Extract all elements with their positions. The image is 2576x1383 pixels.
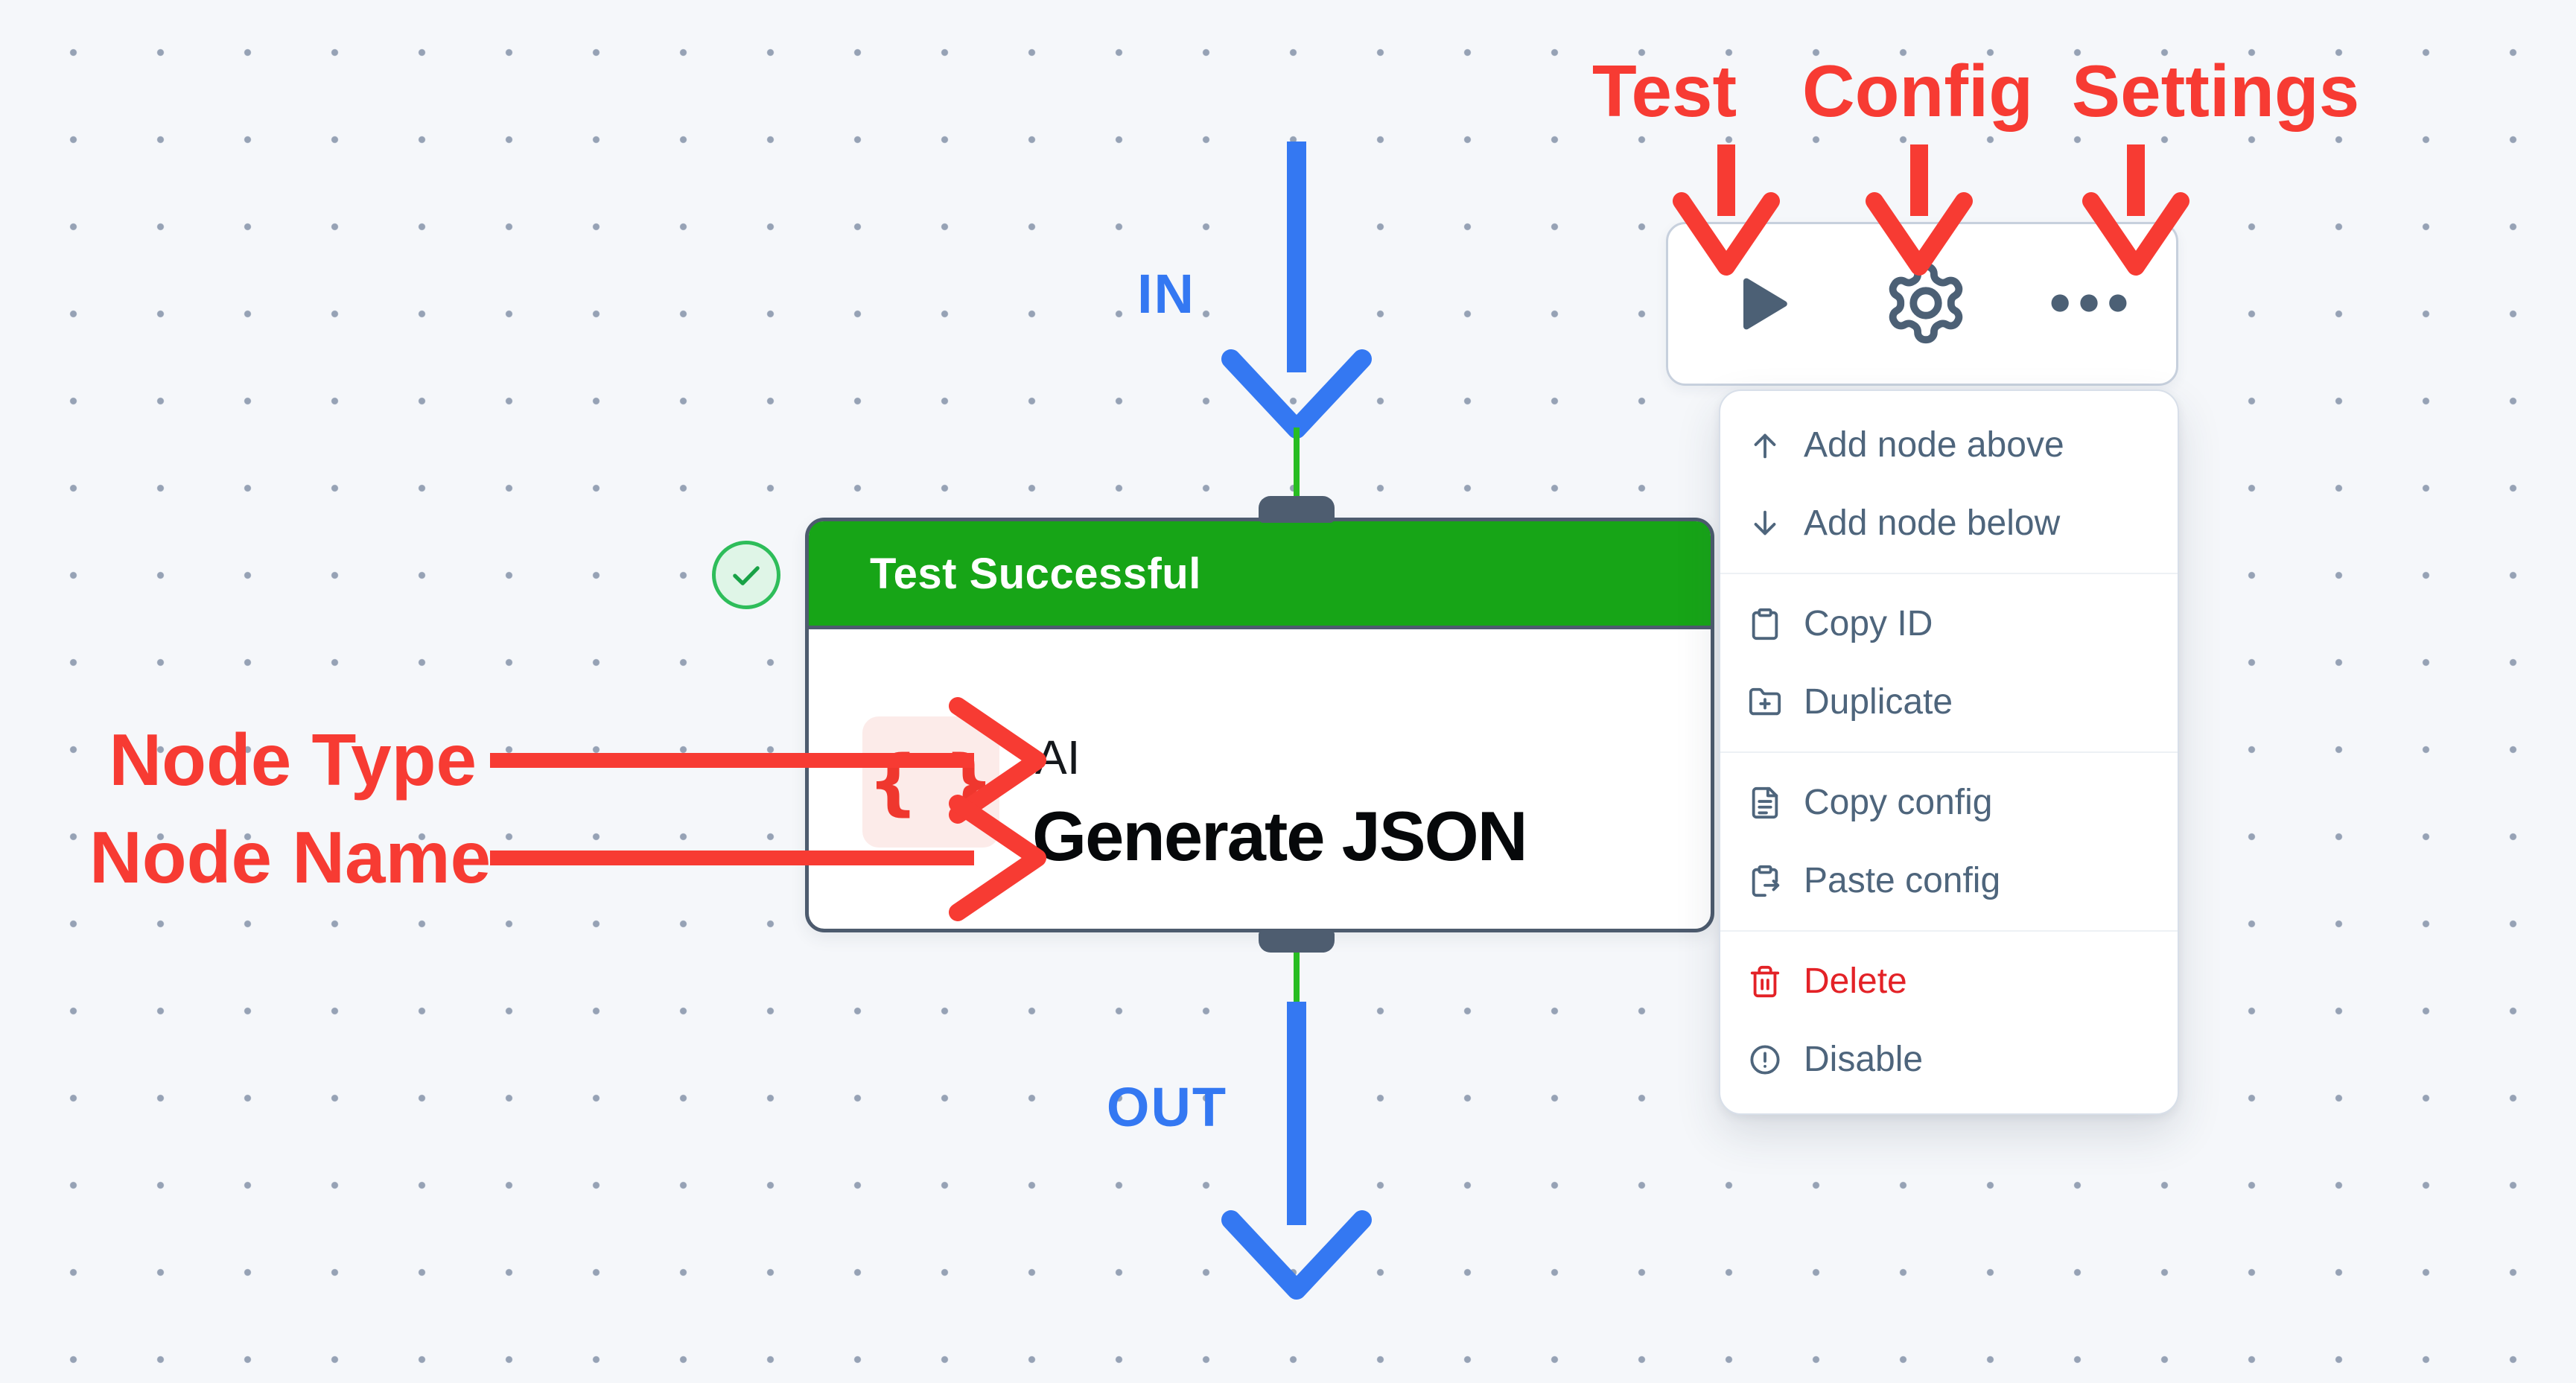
- more-options-button[interactable]: [2044, 281, 2134, 325]
- menu-divider: [1720, 751, 2178, 753]
- outgoing-edge-arrow: [1221, 1002, 1372, 1300]
- edge-wire-top: [1294, 427, 1300, 499]
- annotation-node-type-label: Node Type: [109, 719, 477, 801]
- folder-plus-icon: [1747, 684, 1783, 720]
- test-run-button[interactable]: [1719, 263, 1801, 345]
- node-name-text: Generate JSON: [1032, 797, 1528, 875]
- menu-item-label: Copy ID: [1804, 604, 1933, 643]
- annotation-arrow-test: [1673, 144, 1780, 276]
- ellipsis-icon: [2051, 294, 2127, 312]
- node-status-text: Test Successful: [870, 549, 1201, 598]
- edge-wire-bottom: [1294, 951, 1300, 1002]
- annotation-arrow-node-type: [490, 697, 1046, 824]
- gear-icon: [1889, 262, 1963, 344]
- menu-divider: [1720, 930, 2178, 932]
- menu-item-label: Duplicate: [1804, 682, 1953, 722]
- annotation-settings-label: Settings: [2071, 50, 2360, 132]
- annotation-node-name-label: Node Name: [89, 816, 492, 898]
- menu-item-label: Delete: [1804, 961, 1907, 1001]
- menu-item-label: Add node below: [1804, 503, 2061, 543]
- menu-item-label: Paste config: [1804, 861, 2001, 900]
- annotation-config-label: Config: [1801, 50, 2034, 132]
- in-label: IN: [1137, 263, 1195, 325]
- clipboard-icon: [1747, 606, 1783, 642]
- check-icon: [733, 566, 760, 585]
- menu-item-copy-id[interactable]: Copy ID: [1720, 585, 2178, 663]
- menu-item-delete[interactable]: Delete: [1720, 942, 2178, 1020]
- annotation-arrow-config: [1866, 144, 1973, 276]
- arrow-up-icon: [1747, 427, 1783, 463]
- menu-item-label: Copy config: [1804, 783, 1993, 822]
- node-input-handle[interactable]: [1259, 496, 1335, 523]
- play-icon: [1743, 278, 1787, 330]
- clipboard-paste-icon: [1747, 863, 1783, 899]
- menu-item-disable[interactable]: Disable: [1720, 1020, 2178, 1099]
- config-button[interactable]: [1881, 258, 1971, 348]
- annotation-arrow-node-name: [490, 795, 1046, 921]
- annotation-test-label: Test: [1591, 50, 1737, 132]
- out-label: OUT: [1106, 1076, 1228, 1138]
- annotation-arrow-settings: [2082, 144, 2189, 276]
- alert-circle-icon: [1747, 1042, 1783, 1078]
- menu-item-label: Disable: [1804, 1040, 1924, 1079]
- menu-item-copy-config[interactable]: Copy config: [1720, 763, 2178, 842]
- workflow-node[interactable]: Test Successful { } AI Generate JSON: [805, 518, 1714, 932]
- menu-divider: [1720, 573, 2178, 574]
- menu-item-add-node-above[interactable]: Add node above: [1720, 406, 2178, 484]
- node-status-banner: Test Successful: [809, 521, 1711, 629]
- menu-item-paste-config[interactable]: Paste config: [1720, 842, 2178, 920]
- test-success-badge: [712, 541, 780, 609]
- file-text-icon: [1747, 785, 1783, 821]
- arrow-down-icon: [1747, 506, 1783, 541]
- node-output-handle[interactable]: [1259, 930, 1335, 953]
- trash-icon: [1747, 964, 1783, 999]
- node-context-menu: Add node above Add node below Copy ID Du…: [1719, 390, 2179, 1115]
- menu-item-add-node-below[interactable]: Add node below: [1720, 484, 2178, 562]
- menu-item-duplicate[interactable]: Duplicate: [1720, 663, 2178, 741]
- menu-item-label: Add node above: [1804, 425, 2064, 465]
